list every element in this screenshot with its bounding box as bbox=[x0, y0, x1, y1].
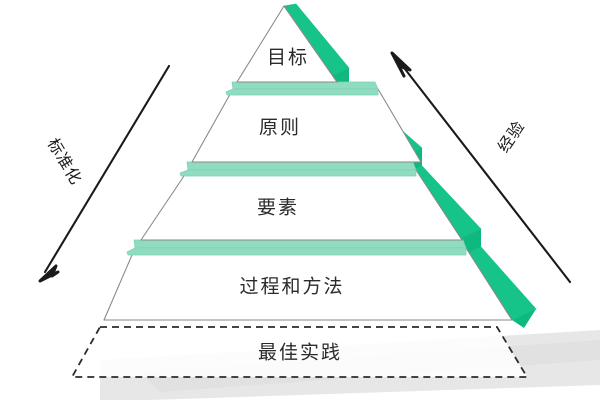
tier-goal: 目标 bbox=[236, 5, 338, 83]
tier-process-label: 过程和方法 bbox=[239, 276, 344, 298]
tier-process: 过程和方法 bbox=[103, 239, 513, 321]
axis-right-line bbox=[396, 58, 572, 284]
axis-left-arrowhead bbox=[38, 264, 60, 283]
axis-right-label: 经验 bbox=[494, 117, 529, 156]
tier-element-label: 要素 bbox=[257, 197, 299, 219]
axis-left-line bbox=[43, 64, 171, 274]
tier-goal-label: 目标 bbox=[267, 47, 309, 69]
axis-right-arrowhead bbox=[390, 51, 412, 78]
tier-element: 要素 bbox=[140, 161, 463, 241]
tier-principle: 原则 bbox=[191, 81, 422, 163]
tier-principle-label: 原则 bbox=[259, 117, 301, 139]
axis-left-label: 标准化 bbox=[44, 135, 87, 189]
base-best-practice: 最佳实践 bbox=[70, 326, 529, 378]
base-label: 最佳实践 bbox=[258, 342, 342, 364]
